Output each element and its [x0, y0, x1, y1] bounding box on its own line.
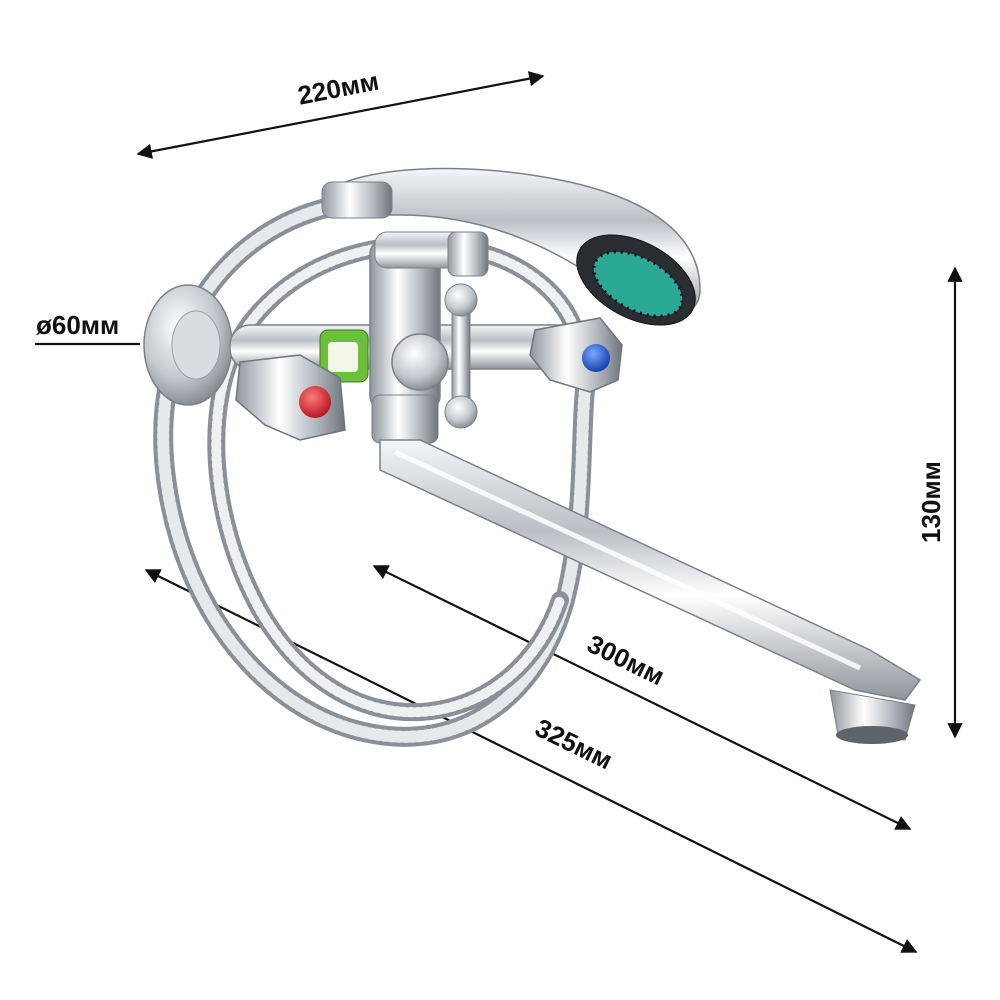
- hot-indicator: [299, 386, 331, 418]
- total-length-label: 325мм: [531, 712, 618, 775]
- diverter-knob: [391, 283, 478, 429]
- hot-water-handle: [235, 354, 346, 441]
- height-label: 130мм: [916, 461, 946, 543]
- top-width-label: 220мм: [295, 66, 381, 111]
- cold-water-handle: [529, 317, 623, 393]
- shower-head: [321, 167, 701, 326]
- cold-indicator: [582, 344, 610, 372]
- flange-diameter-label: ø60мм: [36, 310, 119, 340]
- spout: [379, 439, 922, 744]
- wall-flange: [143, 284, 233, 406]
- shower-holder: [374, 231, 489, 277]
- spout-length-label: 300мм: [583, 628, 670, 691]
- top-width-line: [136, 71, 545, 159]
